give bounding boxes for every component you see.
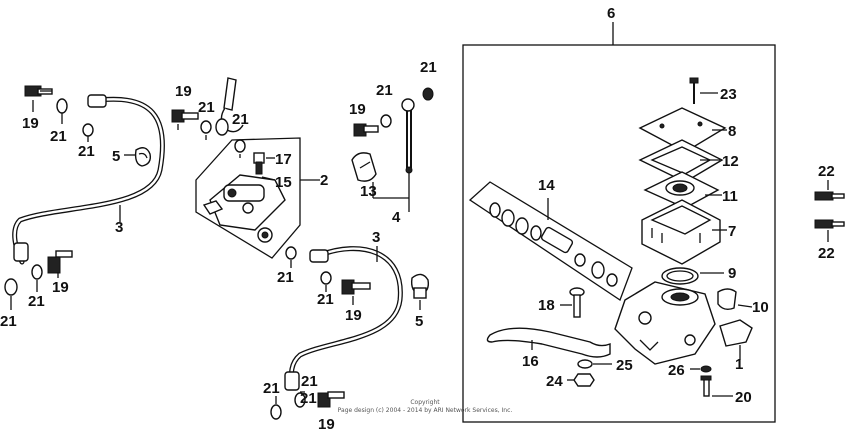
label-21-e: 21 — [376, 82, 393, 99]
label-21-b: 21 — [78, 143, 95, 160]
hose-clamp-left — [134, 147, 152, 167]
screw-23 — [689, 77, 699, 104]
washer-26 — [700, 365, 712, 373]
label-18: 18 — [538, 297, 555, 314]
label-4: 4 — [392, 209, 401, 226]
label-22-top: 22 — [818, 163, 835, 180]
label-19-e: 19 — [345, 307, 362, 324]
hose-clamp-center — [410, 273, 430, 299]
label-21-c: 21 — [198, 99, 215, 116]
master-cylinder-group-box — [462, 44, 776, 423]
washer-25 — [577, 359, 593, 369]
washers-center — [285, 246, 371, 295]
banjo-bolt-bottom-center — [270, 391, 345, 420]
brake-pipe-assembly — [351, 98, 415, 182]
label-21-h: 21 — [28, 293, 45, 310]
label-19-c: 19 — [349, 101, 366, 118]
label-17: 17 — [275, 151, 292, 168]
proportioning-valve — [202, 174, 286, 243]
master-cylinder-body — [614, 281, 716, 365]
brake-lever — [486, 327, 611, 358]
label-15: 15 — [275, 174, 292, 191]
label-21-j: 21 — [317, 291, 334, 308]
label-19-a: 19 — [22, 115, 39, 132]
bolt-13-area — [353, 87, 434, 137]
bleeder-screw — [253, 152, 265, 175]
label-25: 25 — [616, 357, 633, 374]
label-7: 7 — [728, 223, 736, 240]
label-14: 14 — [538, 177, 555, 194]
banjo-bolt-upper-left — [24, 85, 94, 137]
label-19-b: 19 — [175, 83, 192, 100]
banjo-bolt-center-top — [171, 109, 246, 153]
label-10: 10 — [752, 299, 769, 316]
pivot-bolt — [569, 287, 585, 318]
label-24: 24 — [546, 373, 563, 390]
copyright-line-2: Page design (c) 2004 - 2014 by ARI Netwo… — [338, 407, 513, 414]
nut-24 — [573, 373, 595, 387]
mirror-bolts — [814, 191, 845, 229]
label-21-d: 21 — [232, 111, 249, 128]
label-19-d: 19 — [52, 279, 69, 296]
label-21-m: 21 — [300, 390, 317, 407]
proportioning-valve-outline — [195, 137, 301, 259]
label-5-left: 5 — [112, 148, 120, 165]
label-2: 2 — [320, 172, 328, 189]
bracket-10 — [717, 288, 737, 311]
label-16: 16 — [522, 353, 539, 370]
label-26: 26 — [668, 362, 685, 379]
label-21-g: 21 — [0, 313, 17, 330]
piston-kit — [489, 202, 618, 287]
label-21-l: 21 — [301, 373, 318, 390]
copyright-line-1: Copyright — [410, 399, 440, 406]
diaphragm — [643, 171, 720, 209]
reservoir-body — [641, 199, 721, 265]
label-21-a: 21 — [50, 128, 67, 145]
label-8: 8 — [728, 123, 736, 140]
holder-clamp — [719, 319, 753, 347]
brake-pipe-elbow — [215, 77, 244, 136]
label-13: 13 — [360, 183, 377, 200]
banjo-bolt-lower-left — [4, 250, 73, 296]
reservoir-cap — [638, 107, 727, 153]
label-3-center: 3 — [372, 229, 380, 246]
piston-kit-outline — [468, 181, 633, 301]
label-3-left: 3 — [115, 219, 123, 236]
label-6: 6 — [607, 5, 615, 22]
screw-20 — [700, 375, 712, 397]
label-21-i: 21 — [277, 269, 294, 286]
label-23: 23 — [720, 86, 737, 103]
label-9: 9 — [728, 265, 736, 282]
label-1: 1 — [735, 356, 743, 373]
label-22-bottom: 22 — [818, 245, 835, 262]
label-21-f: 21 — [420, 59, 437, 76]
label-21-k: 21 — [263, 380, 280, 397]
label-5-center: 5 — [415, 313, 423, 330]
label-11: 11 — [722, 188, 738, 205]
label-19-f: 19 — [318, 416, 335, 433]
label-20: 20 — [735, 389, 752, 406]
label-12: 12 — [722, 153, 739, 170]
brake-hose-left — [12, 94, 165, 265]
brake-hose-center — [284, 246, 403, 391]
